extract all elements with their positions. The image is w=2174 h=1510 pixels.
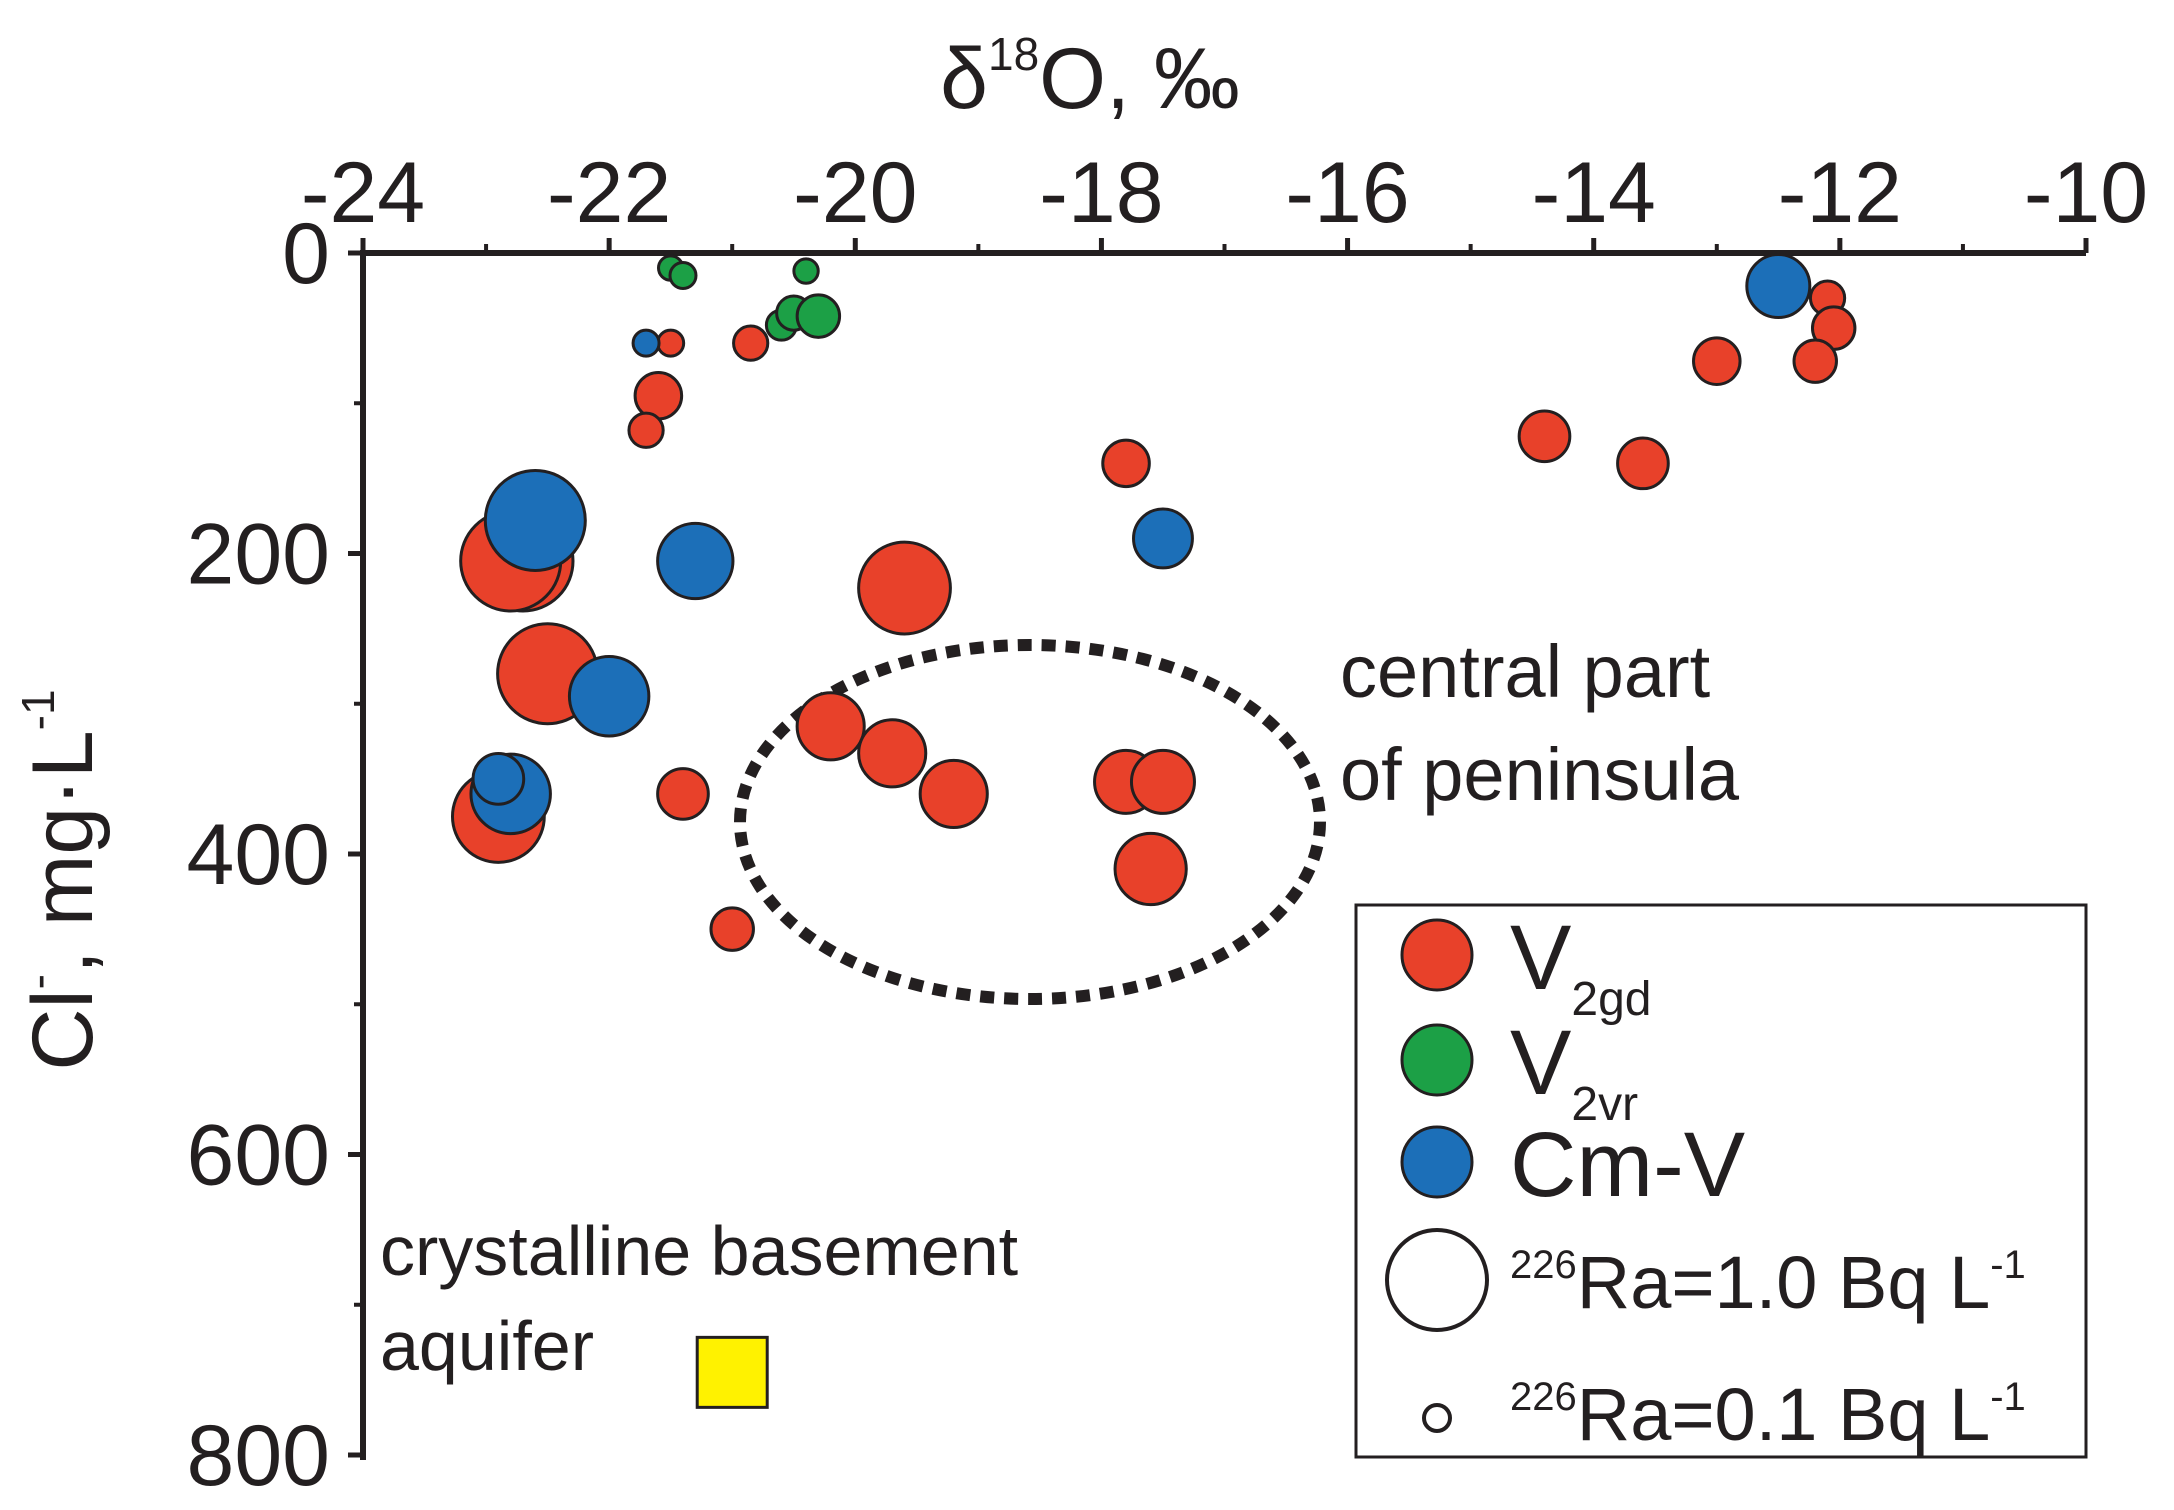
axes: -24 -22 -20 -18 -16 -14 -12 -10 0 200 400 600 800	[187, 145, 2149, 1504]
legend-size-marker-large	[1385, 1228, 1489, 1332]
y-tick-label: 200	[187, 507, 331, 603]
legend-label-cm-v: Cm-V	[1510, 1114, 1745, 1216]
point-v2gd	[1792, 338, 1838, 384]
legend-marker-v2gd	[1400, 918, 1474, 992]
y-ticks: 0 200 400 600 800	[187, 206, 363, 1504]
point-v2gd	[1616, 436, 1670, 491]
point-v2gd	[795, 691, 866, 762]
x-tick-label: -20	[793, 145, 917, 241]
basement-line-2: aquifer	[380, 1307, 594, 1385]
point-v2gd	[656, 767, 710, 821]
point-cm-v	[631, 328, 661, 358]
basement-line-1: crystalline basement	[380, 1212, 1018, 1290]
point-v2vr	[792, 257, 820, 285]
y-tick-label: 0	[282, 206, 330, 302]
point-cm-v	[656, 521, 735, 601]
legend-label-v2gd: V2gd	[1510, 907, 1651, 1026]
legend-marker-cm-v	[1400, 1125, 1474, 1199]
x-tick-label: -24	[301, 145, 425, 241]
point-v2gd	[1113, 831, 1188, 907]
point-cm-v	[567, 655, 651, 738]
y-tick-label: 800	[187, 1408, 331, 1504]
point-v2gd	[656, 328, 686, 358]
y-tick-label: 400	[187, 807, 331, 903]
central-part-annotation: central part of peninsula	[1340, 630, 1740, 816]
point-cm-v	[483, 468, 587, 572]
y-tick-label: 600	[187, 1108, 331, 1204]
point-v2gd	[1517, 409, 1572, 464]
point-v2gd	[1129, 748, 1196, 815]
point-cm-v	[1132, 507, 1194, 570]
point-cm-v	[471, 752, 526, 806]
legend-label-v2vr: V2vr	[1510, 1012, 1638, 1131]
x-tick-label: -12	[1778, 145, 1902, 241]
point-v2gd	[857, 718, 928, 789]
point-v2vr	[795, 293, 842, 339]
x-tick-label: -18	[1039, 145, 1163, 241]
x-tick-label: -10	[2024, 145, 2148, 241]
x-axis-label: δ18O, ‰	[940, 28, 1240, 127]
legend-marker-v2vr	[1400, 1023, 1474, 1097]
x-ticks: -24 -22 -20 -18 -16 -14 -12 -10	[301, 145, 2148, 253]
point-v2vr	[668, 261, 698, 291]
central-part-ellipse	[734, 639, 1326, 1005]
point-v2gd	[918, 758, 989, 829]
basement-annotation: crystalline basement aquifer	[380, 1212, 1038, 1385]
x-tick-label: -14	[1532, 145, 1656, 241]
point-v2gd	[633, 370, 684, 421]
legend-size-label-large: 226Ra=1.0 Bq L-1	[1510, 1241, 2026, 1324]
point-v2gd	[627, 411, 665, 449]
point-v2gd	[1692, 336, 1742, 386]
data-points	[450, 253, 1857, 952]
point-v2gd	[1101, 438, 1151, 489]
point-v2gd	[857, 540, 952, 636]
x-tick-label: -22	[547, 145, 671, 241]
legend-size-label-small: 226Ra=0.1 Bq L-1	[1510, 1373, 2026, 1456]
point-cm-v	[1745, 253, 1812, 320]
legend-size-marker-small	[1422, 1403, 1452, 1433]
basement-aquifer-marker	[695, 1335, 769, 1409]
x-tick-label: -16	[1285, 145, 1409, 241]
y-axis-label: Cl-, mg·L-1	[12, 689, 111, 1070]
central-part-line-2: of peninsula	[1340, 733, 1740, 816]
central-part-line-1: central part	[1340, 630, 1711, 713]
legend-box	[1354, 903, 2088, 1459]
point-v2gd	[732, 324, 770, 362]
point-v2gd	[709, 906, 755, 952]
